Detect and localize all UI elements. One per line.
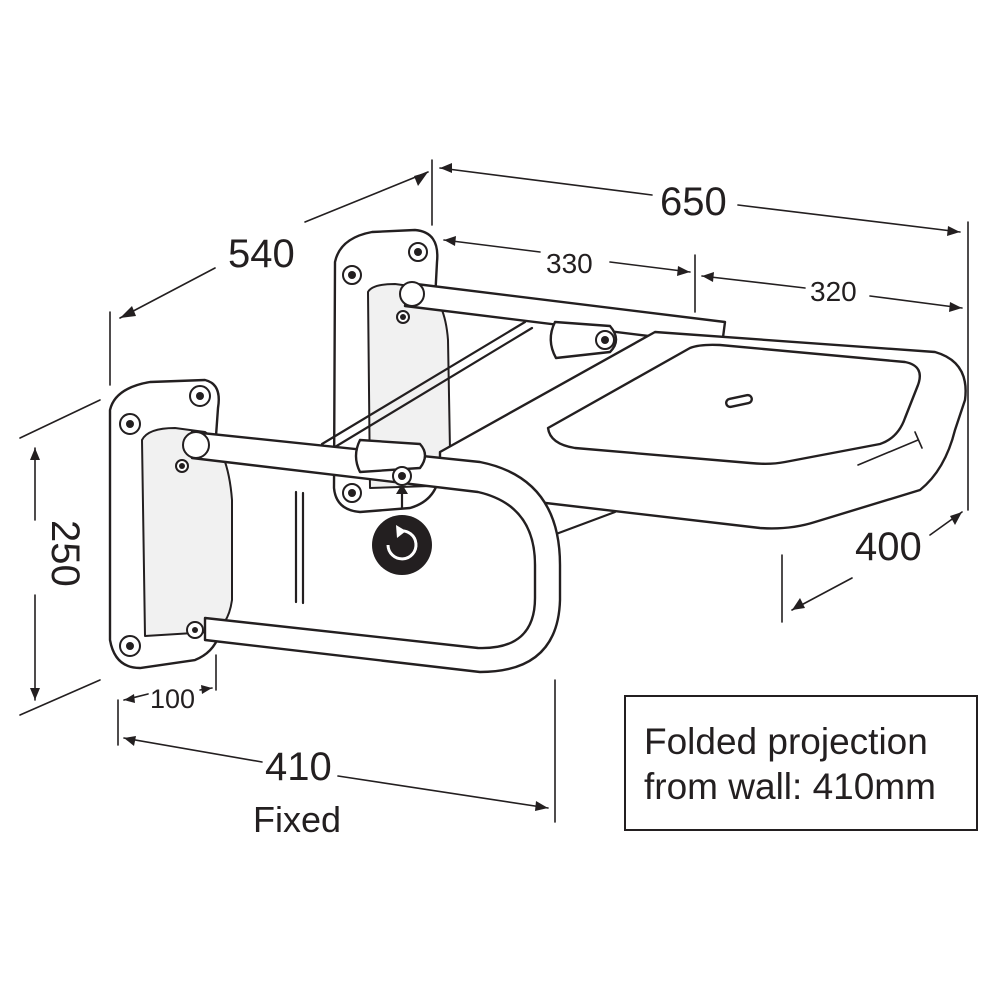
label-fixed: Fixed <box>253 799 341 840</box>
dimension-lines <box>19 159 969 823</box>
dim-100: 100 <box>150 684 195 714</box>
rear-rail <box>320 281 727 452</box>
folded-projection-note: Folded projection from wall: 410mm <box>624 695 978 831</box>
dim-320: 320 <box>810 276 857 307</box>
rotate-arrow-icon <box>372 484 432 575</box>
dim-400: 400 <box>855 525 922 569</box>
dim-250: 250 <box>43 520 87 587</box>
dim-410: 410 <box>265 745 332 789</box>
note-line-1: Folded projection <box>644 721 928 762</box>
front-u-rail <box>182 430 562 674</box>
note-line-2: from wall: 410mm <box>644 766 936 807</box>
dim-330: 330 <box>546 248 593 279</box>
dim-650: 650 <box>660 180 727 224</box>
note-text: Folded projection from wall: 410mm <box>644 719 936 809</box>
dim-540: 540 <box>228 232 295 276</box>
